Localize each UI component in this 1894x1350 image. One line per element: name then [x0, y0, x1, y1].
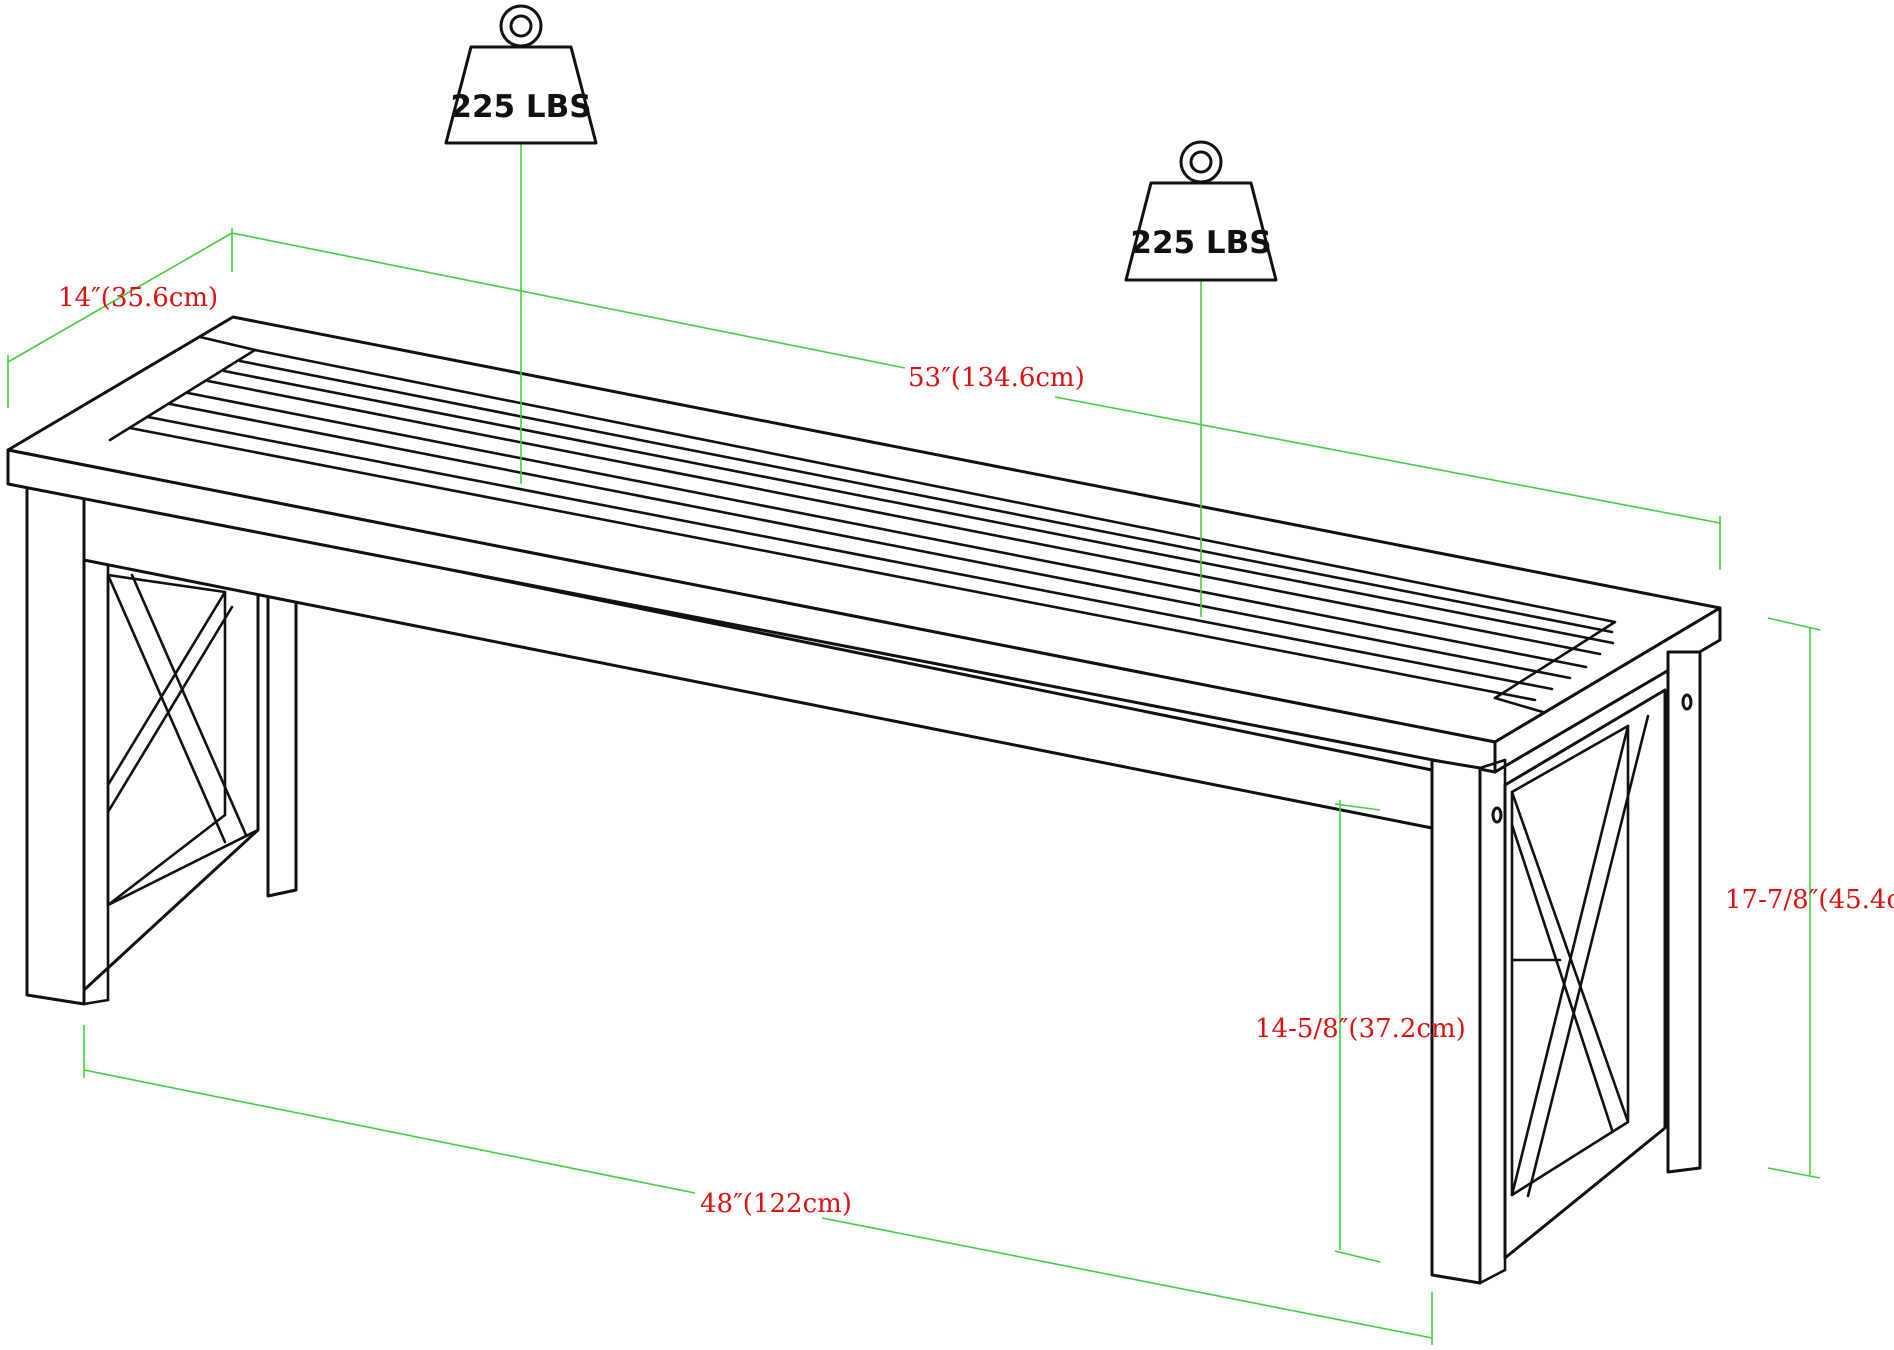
dimension-leg-span: 48″(122cm): [83, 1025, 1433, 1345]
weight-label: 225 LBS: [1130, 225, 1271, 261]
weight-label: 225 LBS: [450, 89, 591, 125]
leg-span-label: 48″(122cm): [700, 1189, 852, 1219]
bolt-hole: [1681, 693, 1693, 711]
bolt-hole: [1491, 806, 1503, 824]
left-front-post: [25, 478, 86, 1006]
weight-marker-left: 225 LBS: [444, 4, 598, 484]
right-back-post: [1666, 650, 1702, 1174]
right-leg-assembly: [1430, 650, 1702, 1285]
dimension-depth: 14″(35.6cm): [7, 228, 233, 408]
left-leg-assembly: [25, 478, 298, 1006]
dimension-length: 53″(134.6cm): [231, 232, 1721, 570]
weight-marker-right: 225 LBS: [1124, 140, 1278, 617]
bench-seat: [6, 315, 1722, 830]
length-label: 53″(134.6cm): [908, 363, 1085, 393]
leg-clearance-label: 14-5/8″(37.2cm): [1255, 1014, 1466, 1044]
left-back-post: [266, 588, 298, 898]
left-brace-frame: [82, 558, 260, 992]
weight-icon: [1124, 181, 1278, 282]
right-brace-frame: [1503, 688, 1667, 1260]
depth-label: 14″(35.6cm): [58, 283, 218, 313]
weight-icon: [444, 45, 598, 145]
dimension-height: 17-7/8″(45.4cm): [1725, 617, 1894, 1179]
height-label: 17-7/8″(45.4cm): [1725, 885, 1894, 915]
dimension-leg-clearance: 14-5/8″(37.2cm): [1255, 800, 1466, 1263]
